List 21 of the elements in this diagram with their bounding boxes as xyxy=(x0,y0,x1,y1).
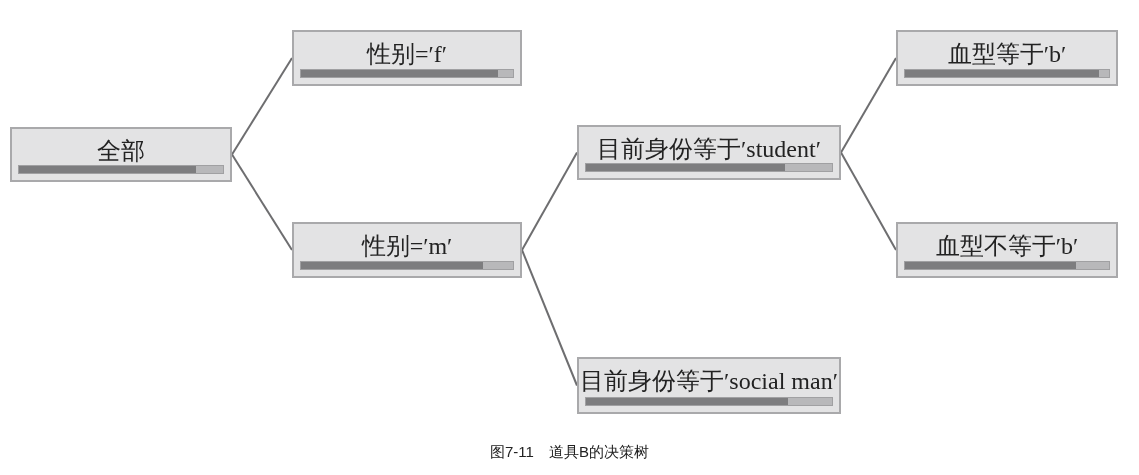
node-label: 全部 xyxy=(96,137,146,166)
connector-line xyxy=(231,153,293,251)
decision-box xyxy=(896,30,1118,86)
connector-line xyxy=(521,249,578,387)
connector-line xyxy=(231,57,293,156)
decision-box xyxy=(10,127,232,182)
node-label: 血型不等于′b′ xyxy=(934,232,1080,261)
node-label: 目前身份等于′social man′ xyxy=(579,367,839,396)
connector-line xyxy=(840,151,897,251)
connector-line xyxy=(840,57,897,154)
node-label: 性别=′f′ xyxy=(365,40,448,69)
decision-box xyxy=(292,30,522,86)
decision-box xyxy=(292,222,522,278)
decision-box xyxy=(577,125,841,180)
node-label: 血型等于′b′ xyxy=(946,40,1068,69)
node-label: 性别=′m′ xyxy=(360,232,454,261)
decision-box xyxy=(577,357,841,414)
caption: 图7-11 道具B的决策树 xyxy=(489,443,650,462)
node-label: 目前身份等于′student′ xyxy=(596,135,822,164)
decision-box xyxy=(896,222,1118,278)
connector-line xyxy=(521,151,578,251)
